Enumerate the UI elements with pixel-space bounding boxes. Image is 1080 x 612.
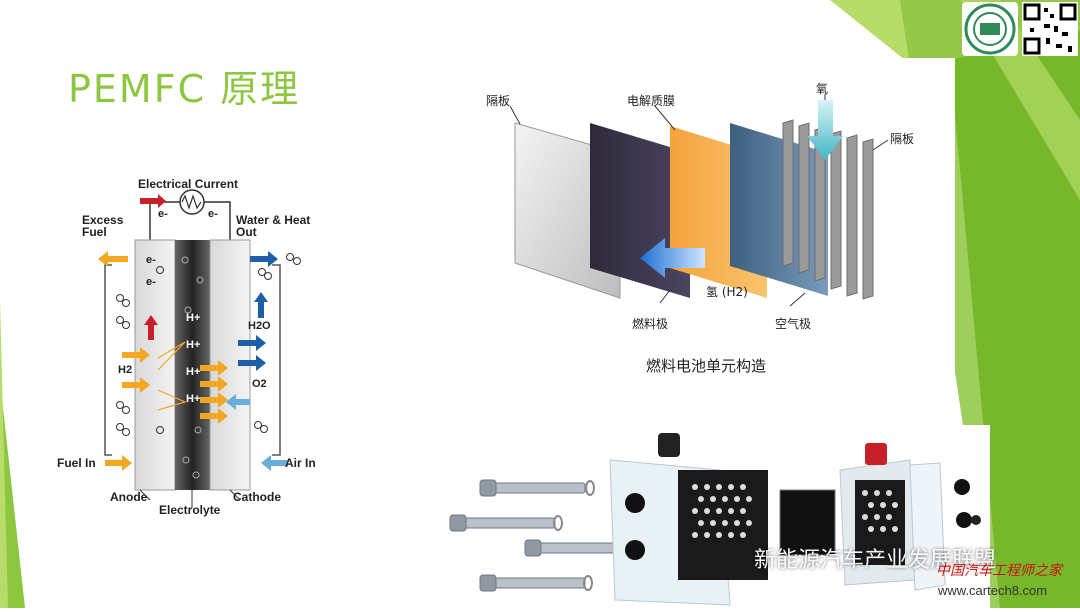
electrical-current-label: Electrical Current <box>138 177 239 191</box>
fuel-in-label: Fuel In <box>57 456 96 470</box>
electron-label: e- <box>146 276 156 288</box>
air-electrode-label: 空气极 <box>775 317 812 331</box>
separator-right-label: 隔板 <box>890 132 915 146</box>
exploded-view-photo <box>440 425 990 608</box>
cell-structure-caption: 燃料电池单元构造 <box>646 357 767 375</box>
watermark-url: www.cartech8.com <box>938 583 1048 598</box>
exploded-view-graphic <box>449 433 981 606</box>
cathode-label: Cathode <box>233 490 281 504</box>
pemfc-diagram <box>50 170 340 520</box>
o2-label: O2 <box>252 378 267 390</box>
oxygen-label: 氧 <box>816 82 829 96</box>
anode-label: Anode <box>110 490 148 504</box>
proton-label: H+ <box>186 393 201 405</box>
water-heat-label: Water & Heat Out <box>236 213 311 239</box>
excess-fuel-label: Excess Fuel <box>82 213 124 239</box>
watermark-text: 新能源汽车产业发展联盟 <box>754 548 997 573</box>
h2-label: H2 <box>118 364 133 376</box>
h2o-label: H2O <box>248 320 271 332</box>
separator-left-label: 隔板 <box>486 94 511 108</box>
fuel-electrode-label: 燃料极 <box>632 317 669 331</box>
logo <box>962 2 1018 56</box>
proton-label: H+ <box>186 339 201 351</box>
proton-label: H+ <box>186 312 201 324</box>
membrane-label: 电解质膜 <box>627 94 676 108</box>
hydrogen-label: 氢 (H2) <box>706 285 748 299</box>
electrolyte-label: Electrolyte <box>159 503 221 517</box>
slide-title: PEMFC 原理 <box>68 67 301 111</box>
qr-code <box>1022 2 1078 56</box>
cell-structure-graphic <box>509 94 889 307</box>
electron-label: e- <box>208 208 218 220</box>
watermark-sub: 中国汽车工程师之家 <box>936 563 1062 579</box>
pemfc-diagram-graphic <box>98 189 301 508</box>
proton-label: H+ <box>186 366 201 378</box>
electron-label: e- <box>158 208 168 220</box>
cell-structure-diagram <box>465 58 955 398</box>
air-in-label: Air In <box>285 456 316 470</box>
electron-label: e- <box>146 254 156 266</box>
